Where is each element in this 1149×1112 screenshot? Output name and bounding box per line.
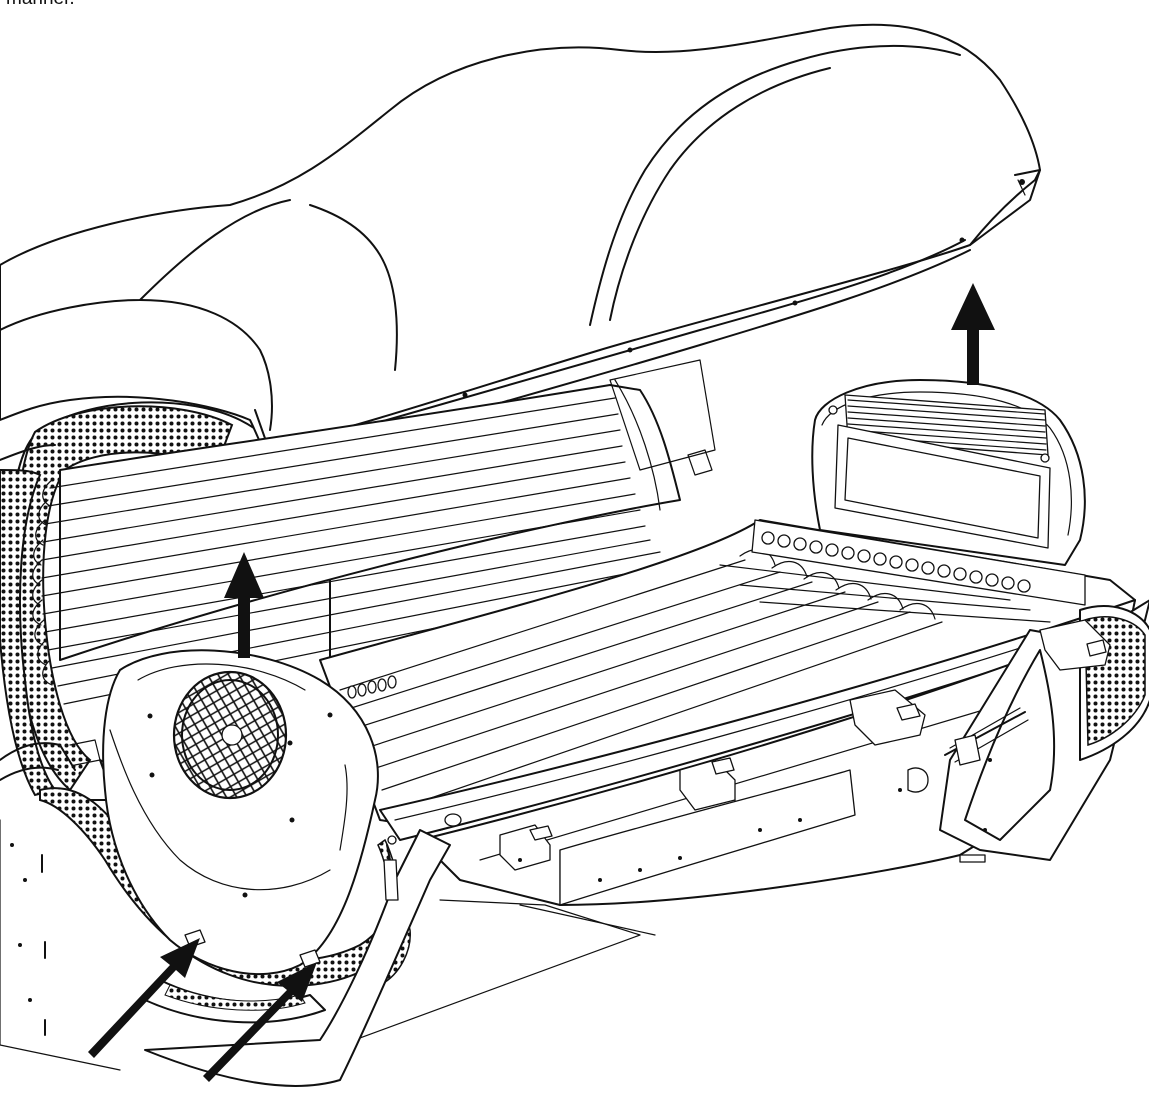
right-end-panel — [811, 379, 1086, 566]
arrow-up-icon — [951, 283, 995, 385]
caption-text: manner. — [6, 0, 75, 10]
arrow-diagonal-icon — [88, 938, 200, 1058]
floor-plane — [0, 819, 656, 1071]
fan-cover — [102, 649, 379, 1024]
upper-lamp-tubes — [32, 359, 716, 705]
arrow-up-icon — [224, 552, 264, 658]
left-panel-marks — [0, 739, 101, 1036]
left-lamp-sockets — [347, 675, 397, 699]
canopy — [0, 23, 1041, 496]
lamp-sockets — [761, 531, 1031, 593]
arrow-diagonal-icon — [203, 962, 317, 1082]
